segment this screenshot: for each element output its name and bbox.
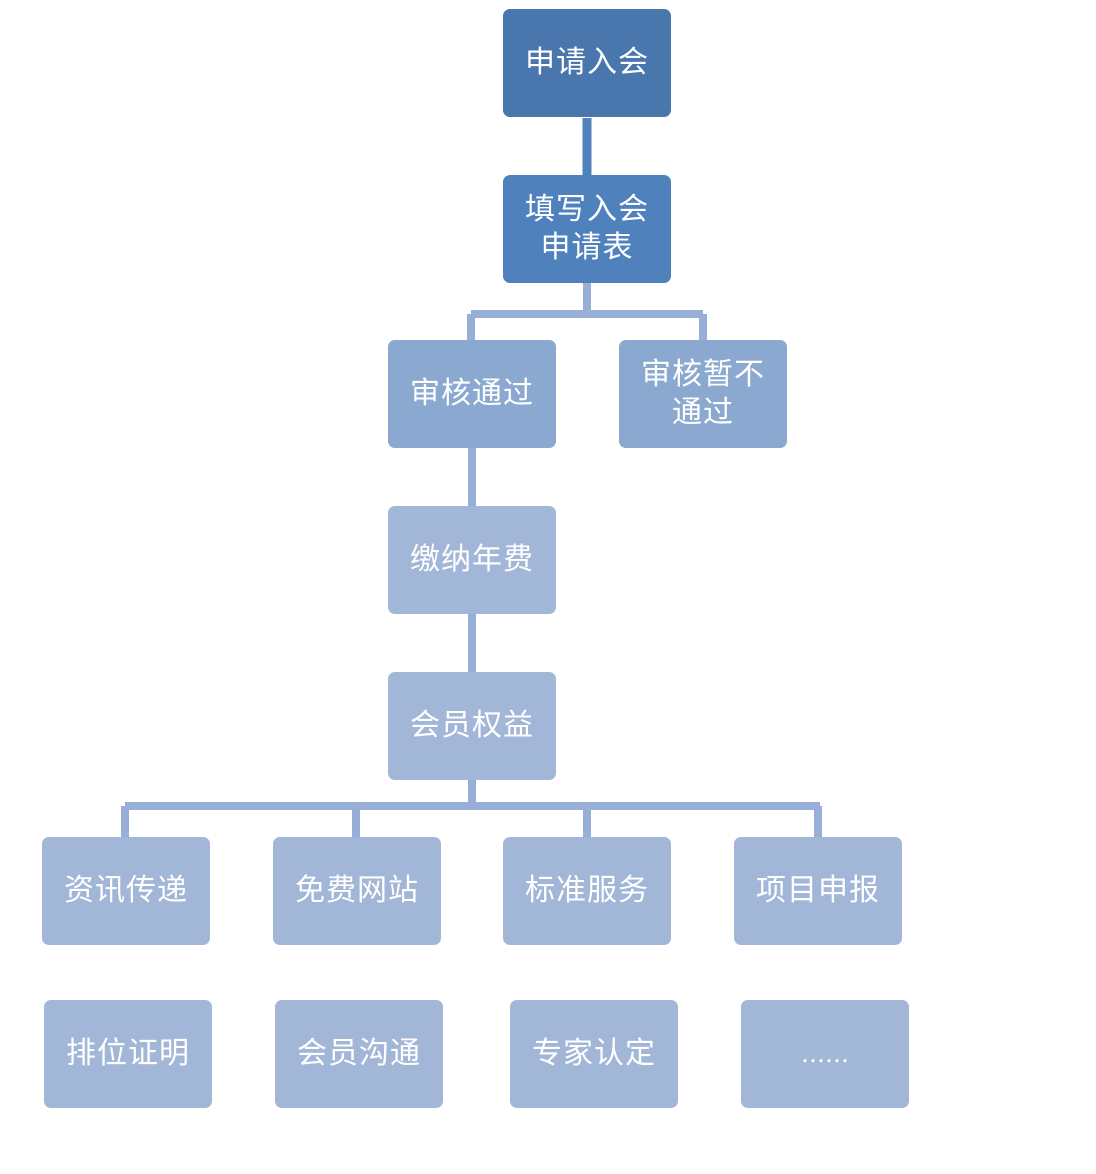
node-approved: 审核通过 [388,340,556,448]
node-ranking-certificate: 排位证明 [44,1000,212,1108]
node-pay-fee: 缴纳年费 [388,506,556,614]
node-standard-service: 标准服务 [503,837,671,945]
node-project-report: 项目申报 [734,837,902,945]
connector-form-to-review [467,283,707,342]
node-not-approved: 审核暂不 通过 [619,340,787,448]
node-info-delivery: 资讯传递 [42,837,210,945]
node-more: …… [741,1000,909,1108]
node-member-rights: 会员权益 [388,672,556,780]
node-fill-form: 填写入会 申请表 [503,175,671,283]
node-member-communication: 会员沟通 [275,1000,443,1108]
node-expert-certification: 专家认定 [510,1000,678,1108]
node-free-website: 免费网站 [273,837,441,945]
node-apply: 申请入会 [503,9,671,117]
connector-rights-to-benefits [121,780,822,838]
